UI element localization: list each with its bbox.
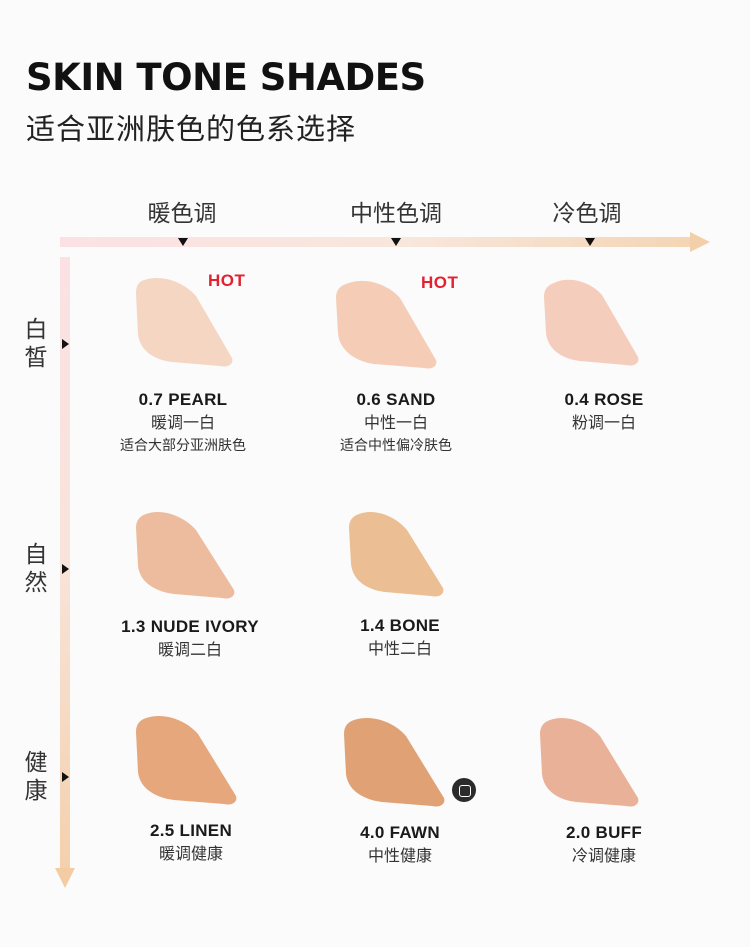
swatch-buff (534, 712, 644, 812)
shade-name: 1.4 BONE (360, 616, 440, 635)
shade-name: 2.0 BUFF (565, 823, 643, 842)
swatch-nude-ivory-smear (136, 511, 235, 599)
shade-label-linen: 2.5 LINEN 暖调健康 (150, 820, 232, 865)
shade-note: 适合大部分亚洲肤色 (120, 438, 246, 454)
axis-tick-tan (62, 772, 69, 782)
axis-col-label-cool: 冷色调 (552, 201, 622, 227)
shade-name: 1.3 NUDE IVORY (121, 617, 259, 636)
axis-col-label-neutral: 中性色调 (350, 201, 442, 227)
shade-label-sand: 0.6 SAND 中性一白 适合中性偏冷肤色 (340, 389, 452, 458)
swatch-pearl (132, 272, 242, 372)
shade-name: 4.0 FAWN (360, 823, 440, 842)
shade-desc: 粉调一白 (571, 413, 636, 432)
swatch-pearl-smear (136, 277, 233, 367)
swatch-linen (132, 710, 242, 810)
shade-name: 0.6 SAND (356, 390, 436, 409)
swatch-rose-smear (544, 279, 639, 366)
swatch-nude-ivory (132, 506, 242, 606)
swatch-bone-smear (349, 511, 444, 597)
shade-desc: 暖调二白 (157, 640, 222, 659)
swatch-buff-smear (540, 717, 639, 807)
shade-desc: 中性健康 (367, 846, 432, 865)
shade-label-nude-ivory: 1.3 NUDE IVORY 暖调二白 (121, 616, 259, 661)
swatch-bone (345, 506, 455, 606)
axis-tick-fair (62, 339, 69, 349)
swatch-sand (332, 274, 442, 374)
horizontal-axis-bar (60, 237, 692, 247)
camera-icon[interactable] (452, 778, 476, 802)
vertical-axis-arrow (55, 868, 75, 888)
swatch-fawn (340, 712, 450, 812)
hot-badge-pearl: HOT (208, 271, 246, 290)
shade-desc: 中性二白 (367, 639, 432, 658)
shade-desc: 暖调健康 (158, 844, 223, 863)
swatch-rose (540, 273, 650, 373)
shade-desc: 中性一白 (363, 413, 428, 432)
shade-label-bone: 1.4 BONE 中性二白 (360, 615, 440, 660)
swatch-linen-smear (136, 715, 237, 805)
axis-tick-cool (585, 238, 595, 246)
page-title: SKIN TONE SHADES (26, 56, 426, 99)
shade-label-pearl: 0.7 PEARL 暖调一白 适合大部分亚洲肤色 (120, 389, 246, 458)
shade-name: 0.7 PEARL (138, 390, 228, 409)
axis-row-label-natural: 自然 (24, 542, 48, 596)
shade-desc: 冷调健康 (571, 846, 637, 865)
shade-desc: 暖调一白 (150, 413, 215, 432)
axis-tick-natural (62, 564, 69, 574)
swatch-sand-smear (336, 280, 437, 369)
axis-row-label-fair: 白皙 (24, 317, 48, 371)
page-subtitle: 适合亚洲肤色的色系选择 (26, 112, 357, 146)
vertical-axis-bar (60, 257, 70, 869)
swatch-fawn-smear (344, 717, 445, 807)
shade-label-buff: 2.0 BUFF 冷调健康 (566, 822, 642, 867)
shade-label-rose: 0.4 ROSE 粉调一白 (565, 389, 644, 434)
hot-badge-sand: HOT (421, 273, 459, 292)
axis-col-label-warm: 暖色调 (147, 201, 217, 227)
horizontal-axis-arrow (690, 232, 710, 252)
shade-name: 2.5 LINEN (149, 821, 233, 840)
shade-label-fawn: 4.0 FAWN 中性健康 (360, 822, 440, 867)
axis-tick-neutral (391, 238, 401, 246)
shade-name: 0.4 ROSE (564, 390, 644, 409)
axis-row-label-tan: 健康 (24, 750, 48, 804)
shade-note: 适合中性偏冷肤色 (340, 438, 452, 454)
axis-tick-warm (178, 238, 188, 246)
